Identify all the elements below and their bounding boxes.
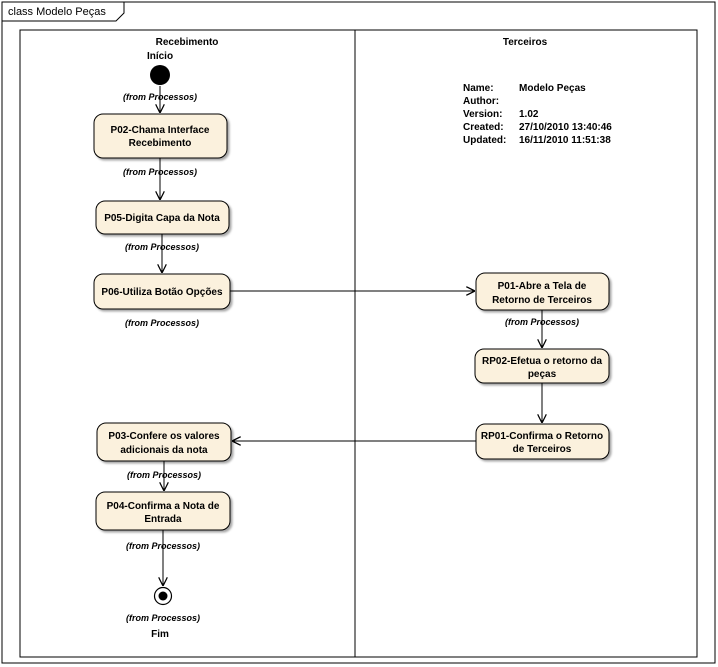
activity-p02-line1: P02-Chama Interface (111, 125, 210, 136)
start-node[interactable] (150, 65, 170, 85)
activity-rp02[interactable]: RP02-Efetua o retorno da peças (474, 348, 610, 384)
activity-p03[interactable]: P03-Confere os valores adicionais da not… (96, 422, 232, 462)
meta-key-author: Author: (463, 96, 499, 107)
start-node-label: Início (147, 51, 173, 62)
activity-p05-line1: P05-Digita Capa da Nota (104, 213, 220, 224)
activity-p04[interactable]: P04-Confirma a Nota de Entrada (95, 491, 231, 531)
activity-rp02-line2: peças (528, 369, 557, 380)
activity-rp01-line2: de Terceiros (513, 444, 572, 455)
activity-p02[interactable]: P02-Chama Interface Recebimento (93, 113, 228, 159)
meta-value-updated: 16/11/2010 11:51:38 (519, 135, 611, 146)
activity-p02-line2: Recebimento (129, 138, 192, 149)
activity-p03-line2: adicionais da nota (120, 445, 208, 456)
activity-p01-line2: Retorno de Terceiros (492, 295, 592, 306)
meta-key-created: Created: (463, 122, 504, 133)
activity-rp02-line1: RP02-Efetua o retorno da (482, 356, 602, 367)
lane-title-recebimento: Recebimento (156, 37, 219, 48)
frame-title: class Modelo Peças (8, 6, 106, 18)
meta-key-version: Version: (463, 109, 502, 120)
frame-tab (2, 2, 125, 22)
activity-rp01-line1: RP01-Confirma o Retorno (481, 431, 603, 442)
activity-p04-line2: Entrada (144, 514, 182, 525)
meta-value-name: Modelo Peças (519, 83, 586, 94)
activity-p03-line1: P03-Confere os valores (108, 431, 220, 442)
swimlane-container (19, 29, 698, 658)
end-node-from: (from Processos) (126, 613, 200, 623)
meta-value-version: 1.02 (519, 109, 539, 120)
activity-p01[interactable]: P01-Abre a Tela de Retorno de Terceiros (475, 272, 610, 311)
activity-p06-from: (from Processos) (125, 318, 199, 328)
meta-key-name: Name: (463, 83, 494, 94)
meta-value-created: 27/10/2010 13:40:46 (519, 122, 612, 133)
activity-p01-line1: P01-Abre a Tela de (498, 281, 587, 292)
end-node-label: Fim (151, 629, 169, 640)
control-flows (160, 86, 542, 586)
activity-p02-box[interactable] (93, 113, 228, 159)
activity-p05[interactable]: P05-Digita Capa da Nota (95, 200, 230, 235)
activity-p04-line1: P04-Confirma a Nota de (107, 501, 220, 512)
model-metadata: Name: Modelo Peças Author: Version: 1.02… (463, 83, 612, 146)
lane-title-terceiros: Terceiros (503, 37, 548, 48)
activity-p06-line1: P06-Utiliza Botão Opções (101, 287, 223, 298)
end-node[interactable] (158, 591, 168, 601)
meta-key-updated: Updated: (463, 135, 506, 146)
activity-p06[interactable]: P06-Utiliza Botão Opções (93, 273, 231, 310)
activity-rp01[interactable]: RP01-Confirma o Retorno de Terceiros (475, 423, 610, 460)
